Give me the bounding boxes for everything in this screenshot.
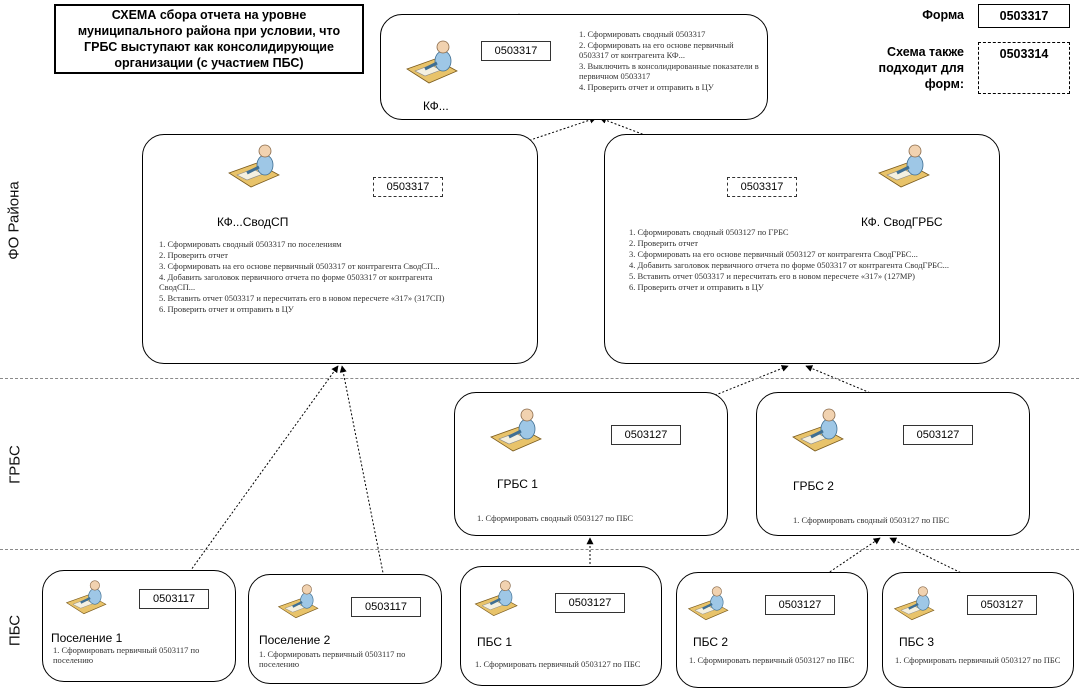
step-item: 6. Проверить отчет и отправить в ЦУ <box>159 304 294 314</box>
operator-at-desk-icon <box>474 580 518 617</box>
step-list: 1. Сформировать первичный 0503117 по пос… <box>53 645 231 666</box>
step-item: 4. Добавить заголовок первичного отчета … <box>159 272 433 292</box>
forma-value: 0503317 <box>978 4 1070 28</box>
operator-at-desk-icon <box>65 580 107 615</box>
node-name: ПБС 3 <box>899 635 935 649</box>
form-badge: 0503127 <box>611 425 681 445</box>
operator-at-desk-icon <box>277 584 319 619</box>
step-list: 1. Сформировать сводный 0503127 по ПБС <box>793 515 1023 526</box>
connector-pos2-to-svodsp <box>339 365 388 590</box>
form-badge: 0503127 <box>555 593 625 613</box>
operator-at-desk-icon <box>687 586 729 621</box>
step-item: 1. Сформировать первичный 0503117 по пос… <box>259 649 406 669</box>
level-label-grbs: ГРБС <box>6 445 24 484</box>
form-badge: 0503117 <box>139 589 209 609</box>
step-item: 1. Сформировать сводный 0503317 <box>579 29 706 39</box>
connector-pos1-to-svodsp <box>176 365 339 590</box>
step-item: 5. Вставить отчет 0503317 и пересчитать … <box>629 271 915 281</box>
step-item: 1. Сформировать первичный 0503127 по ПБС <box>475 659 641 669</box>
node-name: ПБС 2 <box>693 635 729 649</box>
level-label-pbs: ПБС <box>6 614 24 647</box>
node-name: Поселение 2 <box>259 633 331 647</box>
step-item: 6. Проверить отчет и отправить в ЦУ <box>629 282 764 292</box>
step-item: 1. Сформировать сводный 0503127 по ПБС <box>477 513 634 523</box>
node-poselenie-2: Поселение 2 0503117 1. Сформировать перв… <box>248 574 442 684</box>
form-badge: 0503317 <box>727 177 797 197</box>
node-pbs-1: ПБС 1 0503127 1. Сформировать первичный … <box>460 566 662 686</box>
step-item: 2. Сформировать на его основе первичный … <box>579 40 734 60</box>
node-name: ГРБС 2 <box>793 479 834 493</box>
step-item: 1. Сформировать сводный 0503317 по посел… <box>159 239 342 249</box>
step-item: 5. Вставить отчет 0503317 и пересчитать … <box>159 293 445 303</box>
node-kf-svod-grbs: КФ. СводГРБС 0503317 1. Сформировать сво… <box>604 134 1000 364</box>
node-poselenie-1: Поселение 1 0503117 1. Сформировать перв… <box>42 570 236 682</box>
form-badge: 0503317 <box>373 177 443 197</box>
step-item: 1. Сформировать сводный 0503127 по ПБС <box>793 515 950 525</box>
operator-at-desk-icon <box>792 408 844 452</box>
operator-at-desk-icon <box>893 586 935 621</box>
also-for-label: Схема также подходит для форм: <box>878 45 964 91</box>
step-item: 2. Проверить отчет <box>159 250 229 260</box>
form-badge: 0503117 <box>351 597 421 617</box>
operator-at-desk-icon <box>878 144 930 188</box>
step-item: 3. Сформировать на его основе первичный … <box>629 249 918 259</box>
step-item: 2. Проверить отчет <box>629 238 699 248</box>
node-name: Поселение 1 <box>51 631 123 645</box>
step-list: 1. Сформировать сводный 0503317 2. Сформ… <box>579 29 763 93</box>
node-grbs-2: ГРБС 2 0503127 1. Сформировать сводный 0… <box>756 392 1030 536</box>
form-badge: 0503127 <box>967 595 1037 615</box>
node-name: КФ. СводГРБС <box>861 215 943 229</box>
step-item: 4. Проверить отчет и отправить в ЦУ <box>579 82 714 92</box>
step-item: 3. Выключить в консолидированные показат… <box>579 61 759 81</box>
step-item: 1. Сформировать первичный 0503117 по пос… <box>53 645 200 665</box>
step-item: 1. Сформировать первичный 0503127 по ПБС <box>689 655 855 665</box>
node-kf-top: КФ... 0503317 1. Сформировать сводный 05… <box>380 14 768 120</box>
step-list: 1. Сформировать первичный 0503117 по пос… <box>259 649 437 670</box>
step-list: 1. Сформировать сводный 0503127 по ГРБС … <box>629 227 959 293</box>
node-name: КФ... <box>423 99 449 113</box>
operator-at-desk-icon <box>228 144 280 188</box>
step-item: 4. Добавить заголовок первичного отчета … <box>629 260 950 270</box>
node-name: ПБС 1 <box>477 635 513 649</box>
step-item: 1. Сформировать первичный 0503127 по ПБС <box>895 655 1061 665</box>
form-badge: 0503127 <box>765 595 835 615</box>
node-name: ГРБС 1 <box>497 477 538 491</box>
diagram-title: СХЕМА сбора отчета на уровне муниципальн… <box>54 4 364 74</box>
step-list: 1. Сформировать первичный 0503127 по ПБС <box>689 655 861 666</box>
level-separator <box>0 549 1079 550</box>
operator-at-desk-icon <box>406 40 458 84</box>
forma-label: Форма <box>922 8 964 22</box>
level-separator <box>0 378 1079 379</box>
form-badge: 0503127 <box>903 425 973 445</box>
step-item: 1. Сформировать сводный 0503127 по ГРБС <box>629 227 789 237</box>
step-list: 1. Сформировать первичный 0503127 по ПБС <box>475 659 655 670</box>
node-pbs-3: ПБС 3 0503127 1. Сформировать первичный … <box>882 572 1074 688</box>
level-label-fo: ФО Района <box>5 181 23 260</box>
node-grbs-1: ГРБС 1 0503127 1. Сформировать сводный 0… <box>454 392 728 536</box>
step-list: 1. Сформировать сводный 0503127 по ПБС <box>477 513 717 524</box>
step-list: 1. Сформировать сводный 0503317 по посел… <box>159 239 459 315</box>
node-pbs-2: ПБС 2 0503127 1. Сформировать первичный … <box>676 572 868 688</box>
form-badge: 0503317 <box>481 41 551 61</box>
step-item: 3. Сформировать на его основе первичный … <box>159 261 440 271</box>
node-kf-svod-sp: КФ...СводСП 0503317 1. Сформировать свод… <box>142 134 538 364</box>
step-list: 1. Сформировать первичный 0503127 по ПБС <box>895 655 1067 666</box>
node-name: КФ...СводСП <box>217 215 289 229</box>
also-for-value: 0503314 <box>978 42 1070 94</box>
operator-at-desk-icon <box>490 408 542 452</box>
